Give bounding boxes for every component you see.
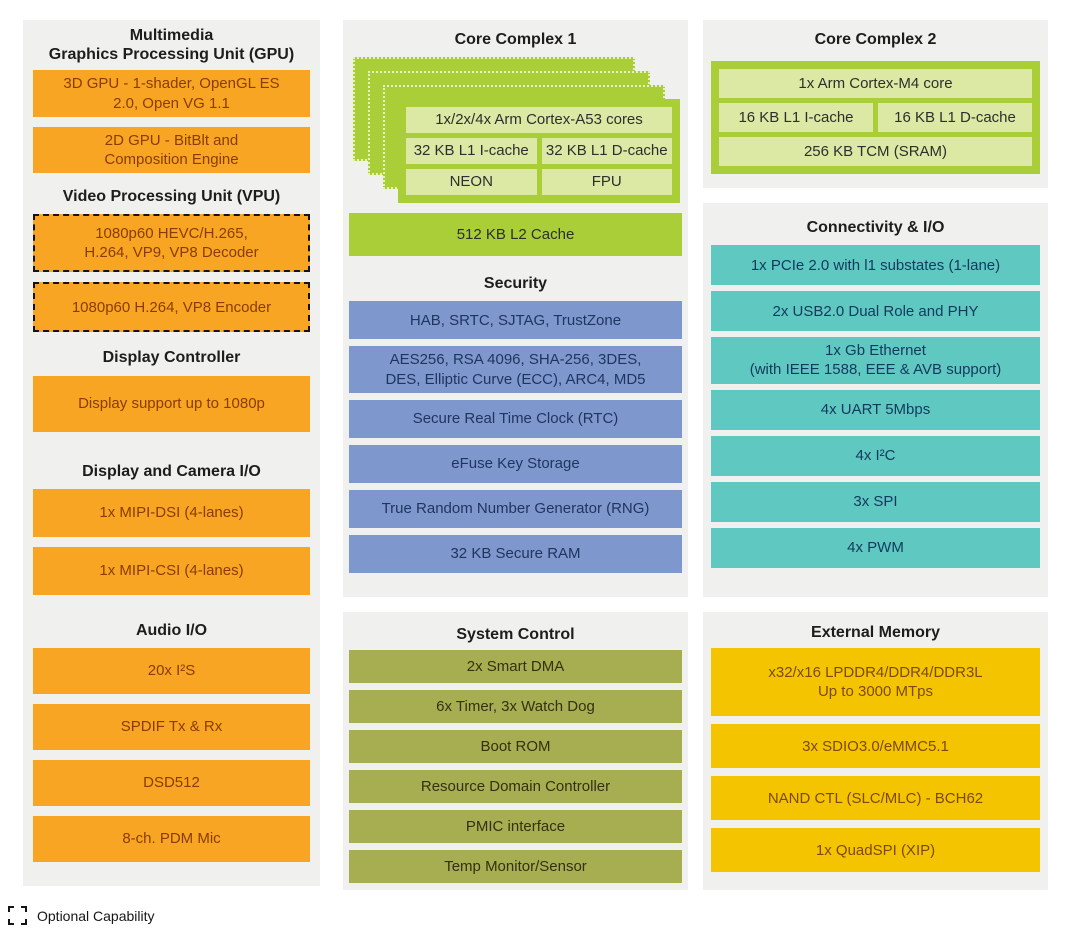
optional-capability-dashed-icon — [8, 906, 27, 925]
block-1x-mipi-csi-4-lanes: 1x MIPI-CSI (4-lanes) — [33, 546, 310, 595]
block-aes256-rsa-4096-sha-256-3des: AES256, RSA 4096, SHA-256, 3DES,DES, Ell… — [349, 346, 682, 393]
block-1x-arm-cortex-m4-core: 1x Arm Cortex-M4 core — [719, 69, 1032, 99]
section-heading-security: Security — [483, 275, 548, 293]
section-core-complex-1: Core Complex 1 1x/2x/4x Arm Cortex-A53 co… — [349, 30, 682, 257]
block-fpu: FPU — [541, 169, 672, 196]
system-control-panel: System Control 2x Smart DMA 6x Timer, 3x W… — [343, 612, 688, 890]
block-dsd512: DSD512 — [33, 759, 310, 806]
section-heading-external-memory: External Memory — [811, 624, 940, 641]
block-16-kb-l1-d-cache: 16 KB L1 D-cache — [878, 103, 1032, 133]
block-1x-pcie-2-0-with-l1-substates-1-lane: 1x PCIe 2.0 with l1 substates (1-lane) — [711, 245, 1040, 286]
block-1x-mipi-dsi-4-lanes: 1x MIPI-DSI (4-lanes) — [33, 488, 310, 537]
section-connectivity-i-o: Connectivity & I/O 1x PCIe 2.0 with l1 su… — [711, 218, 1040, 568]
card-row: 256 KB TCM (SRAM) — [719, 137, 1032, 167]
block-256-kb-tcm-sram: 256 KB TCM (SRAM) — [719, 137, 1032, 167]
block-resource-domain-controller: Resource Domain Controller — [349, 770, 682, 804]
core-cluster-stack: 1x/2x/4x Arm Cortex-A53 cores 32 KB L1 I-… — [349, 57, 682, 204]
block-pmic-interface: PMIC interface — [349, 810, 682, 844]
section-heading-core-complex-2: Core Complex 2 — [814, 31, 937, 48]
block-1x-gb-ethernet: 1x Gb Ethernet(with IEEE 1588, EEE & AVB… — [711, 337, 1040, 384]
block-32-kb-secure-ram: 32 KB Secure RAM — [349, 534, 682, 573]
block-512-kb-l2-cache: 512 KB L2 Cache — [349, 213, 682, 257]
legend-label: Optional Capability — [37, 907, 155, 924]
section-external-memory: External Memory x32/x16 LPDDR4/DDR4/DDR3L… — [711, 623, 1040, 873]
core-complex-2-panel: Core Complex 2 1x Arm Cortex-M4 core 16 KB… — [703, 20, 1048, 188]
block-4x-i-c: 4x I²C — [711, 435, 1040, 476]
block-1080p60-hevc-h-265: 1080p60 HEVC/H.265,H.264, VP9, VP8 Decod… — [33, 214, 310, 273]
block-4x-uart-5mbps: 4x UART 5Mbps — [711, 389, 1040, 430]
block-spdif-tx-rx: SPDIF Tx & Rx — [33, 703, 310, 750]
section-heading-display-and-camera-i-o: Display and Camera I/O — [82, 462, 261, 480]
card-row: 1x Arm Cortex-M4 core — [719, 69, 1032, 99]
block-secure-real-time-clock-rtc: Secure Real Time Clock (RTC) — [349, 399, 682, 438]
core-complex-1-security-panel: Core Complex 1 1x/2x/4x Arm Cortex-A53 co… — [343, 20, 688, 597]
connectivity-io-panel: Connectivity & I/O 1x PCIe 2.0 with l1 su… — [703, 203, 1048, 597]
block-32-kb-l1-i-cache: 32 KB L1 I-cache — [406, 138, 537, 165]
section-heading-connectivity-i-o: Connectivity & I/O — [806, 219, 945, 236]
block-32-kb-l1-d-cache: 32 KB L1 D-cache — [541, 138, 672, 165]
section-display-and-camera-i-o: Display and Camera I/O 1x MIPI-DSI (4-lan… — [33, 462, 310, 595]
section-heading-audio-i-o: Audio I/O — [135, 621, 208, 639]
block-1x-2x-4x-arm-cortex-a53-cores: 1x/2x/4x Arm Cortex-A53 cores — [406, 107, 672, 134]
block-display-support-up-to-1080p: Display support up to 1080p — [33, 375, 310, 432]
legend: Optional Capability — [8, 906, 155, 925]
block-8-ch-pdm-mic: 8-ch. PDM Mic — [33, 815, 310, 862]
block-efuse-key-storage: eFuse Key Storage — [349, 444, 682, 483]
block-6x-timer-3x-watch-dog: 6x Timer, 3x Watch Dog — [349, 690, 682, 724]
external-memory-panel: External Memory x32/x16 LPDDR4/DDR4/DDR3L… — [703, 612, 1048, 890]
section-heading-core-complex-1: Core Complex 1 — [454, 31, 577, 48]
section-video-processing-unit-vpu: Video Processing Unit (VPU) 1080p60 HEVC/… — [33, 187, 310, 333]
card-row: 1x/2x/4x Arm Cortex-A53 cores — [406, 107, 672, 134]
block-nand-ctl-slc-mlc-bch62: NAND CTL (SLC/MLC) - BCH62 — [711, 776, 1040, 821]
block-4x-pwm: 4x PWM — [711, 527, 1040, 568]
block-3x-spi: 3x SPI — [711, 481, 1040, 522]
section-heading-system-control: System Control — [456, 626, 575, 643]
block-2x-usb2-0-dual-role-and-phy: 2x USB2.0 Dual Role and PHY — [711, 291, 1040, 332]
block-boot-rom: Boot ROM — [349, 730, 682, 764]
block-neon: NEON — [406, 169, 537, 196]
section-system-control: System Control 2x Smart DMA 6x Timer, 3x W… — [349, 625, 682, 884]
block-1x-quadspi-xip: 1x QuadSPI (XIP) — [711, 828, 1040, 873]
core-card: 1x/2x/4x Arm Cortex-A53 cores 32 KB L1 I-… — [398, 99, 680, 204]
block-16-kb-l1-i-cache: 16 KB L1 I-cache — [719, 103, 873, 133]
section-audio-i-o: Audio I/O 20x I²S SPDIF Tx & Rx DSD512 8-ch.… — [33, 621, 310, 862]
block-hab-srtc-sjtag-trustzone: HAB, SRTC, SJTAG, TrustZone — [349, 301, 682, 340]
block-3x-sdio3-0-emmc5-1: 3x SDIO3.0/eMMC5.1 — [711, 724, 1040, 769]
block-2x-smart-dma: 2x Smart DMA — [349, 650, 682, 684]
block-true-random-number-generator-rng: True Random Number Generator (RNG) — [349, 489, 682, 528]
section-heading-display-controller: Display Controller — [102, 349, 241, 367]
block-temp-monitor-sensor: Temp Monitor/Sensor — [349, 850, 682, 884]
section-core-complex-2: Core Complex 2 1x Arm Cortex-M4 core 16 KB… — [711, 30, 1040, 175]
block-1080p60-h-264-vp8-encoder: 1080p60 H.264, VP8 Encoder — [33, 282, 310, 333]
block-20x-i-s: 20x I²S — [33, 647, 310, 694]
section-heading-video-processing-unit-vpu: Video Processing Unit (VPU) — [62, 188, 281, 206]
